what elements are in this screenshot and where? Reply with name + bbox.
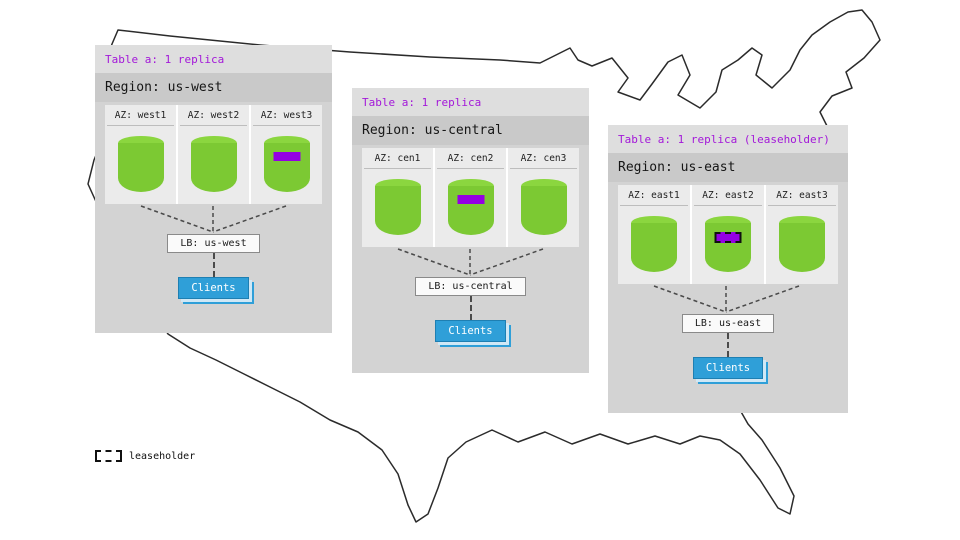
replica-range-badge [273,152,300,161]
az-container: AZ: west1 AZ: west2 AZ: west3 [105,105,322,204]
table-replica-label: Table a: 1 replica (leaseholder) [608,125,848,153]
load-balancer-box: LB: us-central [415,277,526,296]
database-cylinder [374,179,421,235]
connector-lines [653,285,800,313]
region-panel-us-east: Table a: 1 replica (leaseholder) Region:… [608,125,848,413]
cylinder-body [374,186,421,235]
region-title: Region: us-west [95,73,332,102]
database-cylinder [779,216,825,272]
lb-clients-connector [469,296,472,320]
az-label: AZ: east2 [694,190,762,206]
az-label: AZ: west2 [180,110,247,126]
table-replica-label: Table a: 1 replica [95,45,332,73]
clients-box: Clients [435,320,506,342]
az-column-cen3: AZ: cen3 [508,148,579,247]
az-container: AZ: cen1 AZ: cen2 AZ: cen3 [362,148,579,247]
database-cylinder [117,136,164,192]
az-label: AZ: cen2 [437,153,504,169]
cylinder-body [520,186,567,235]
leaseholder-range-badge [714,232,742,243]
az-column-east3: AZ: east3 [766,185,838,284]
cylinder-body [779,223,825,272]
database-cylinder [263,136,310,192]
region-panel-us-central: Table a: 1 replica Region: us-central AZ… [352,88,589,373]
region-panel-us-west: Table a: 1 replica Region: us-west AZ: w… [95,45,332,333]
database-cylinder [520,179,567,235]
table-replica-label: Table a: 1 replica [352,88,589,116]
database-cylinder [190,136,237,192]
connector-lines [397,248,544,276]
cylinder-body [263,143,310,192]
lb-clients-connector [727,333,729,357]
connector-lines [140,205,287,233]
clients-box: Clients [178,277,249,299]
az-column-west3: AZ: west3 [251,105,322,204]
region-title: Region: us-central [352,116,589,145]
database-cylinder [447,179,494,235]
load-balancer-box: LB: us-east [681,314,775,333]
cylinder-body [117,143,164,192]
replica-range-badge [457,195,484,204]
az-column-west1: AZ: west1 [105,105,176,204]
az-label: AZ: west1 [107,110,174,126]
lb-clients-connector [212,253,215,277]
leaseholder-swatch-icon [95,450,122,462]
az-label: AZ: west3 [253,110,320,126]
load-balancer-box: LB: us-west [167,234,260,253]
region-title: Region: us-east [608,153,848,182]
az-column-cen2: AZ: cen2 [435,148,506,247]
clients-box: Clients [692,357,764,379]
az-label: AZ: east1 [620,190,688,206]
cylinder-body [631,223,677,272]
az-column-cen1: AZ: cen1 [362,148,433,247]
cylinder-body [447,186,494,235]
cylinder-body [190,143,237,192]
az-column-east1: AZ: east1 [618,185,690,284]
az-column-east2: AZ: east2 [692,185,764,284]
az-label: AZ: cen3 [510,153,577,169]
cylinder-body [705,223,751,272]
legend-label: leaseholder [129,450,196,462]
legend: leaseholder [95,450,195,462]
az-label: AZ: east3 [768,190,836,206]
az-label: AZ: cen1 [364,153,431,169]
database-cylinder [631,216,677,272]
database-cylinder [705,216,751,272]
az-container: AZ: east1 AZ: east2 AZ: east3 [618,185,838,284]
az-column-west2: AZ: west2 [178,105,249,204]
